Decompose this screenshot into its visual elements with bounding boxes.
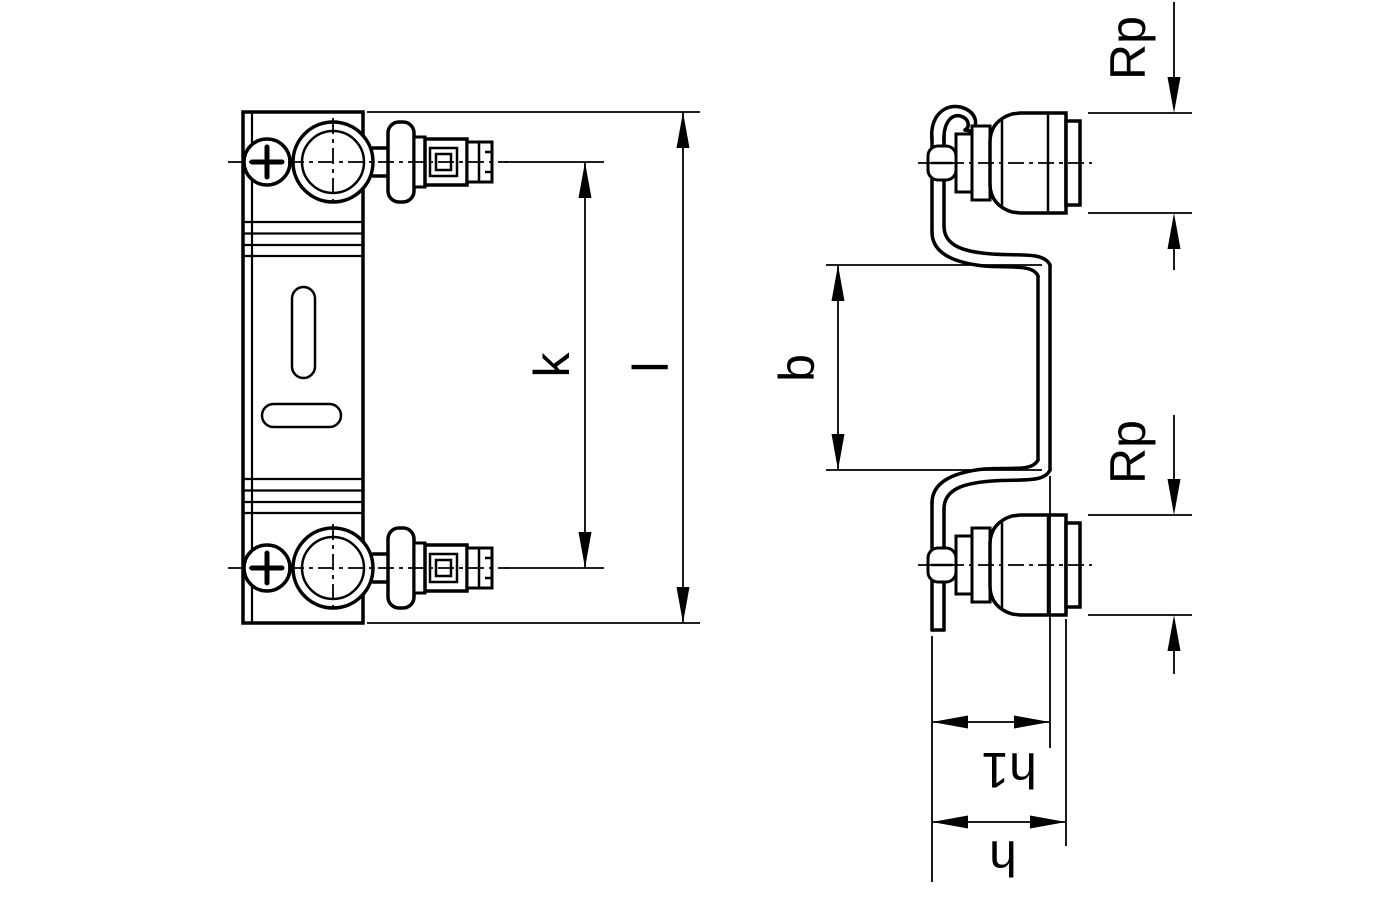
arrow-up-icon <box>676 112 690 148</box>
dimension-label-h1: h1 <box>981 742 1037 798</box>
horizontal-slot <box>260 402 343 429</box>
side-view: b Rp Rp h1 <box>769 2 1192 886</box>
front-view: k l <box>228 110 700 625</box>
upper-transition-outer <box>942 224 1052 267</box>
top-curl-outer <box>930 104 978 142</box>
lower-transition-inner <box>930 458 1040 505</box>
arrow-up-icon <box>1167 615 1181 651</box>
arrow-right-icon <box>1030 815 1066 829</box>
dimension-label-rp-top: Rp <box>1100 16 1156 80</box>
top-curl-inner <box>942 114 970 144</box>
arrow-down-icon <box>1167 479 1181 515</box>
arrow-down-icon <box>831 434 845 470</box>
arrow-right-icon <box>1014 715 1050 729</box>
vertical-slot <box>290 285 317 380</box>
top-curl-tip <box>963 128 973 133</box>
arrow-up-icon <box>1167 213 1181 249</box>
dimension-label-l: l <box>623 361 679 372</box>
dimension-label-b: b <box>769 354 825 382</box>
lower-transition-outer <box>942 468 1052 511</box>
mounting-plate <box>241 110 365 625</box>
front-view-centerlines <box>228 118 508 612</box>
dimension-h: h <box>932 619 1067 886</box>
dimension-h1: h1 <box>931 476 1051 882</box>
upper-transition-inner <box>930 230 1040 278</box>
dimension-label-h: h <box>989 830 1017 886</box>
dimension-l: l <box>367 111 700 624</box>
arrow-down-icon <box>676 587 690 623</box>
arrow-down-icon <box>1167 77 1181 113</box>
plate-outline <box>241 110 365 625</box>
dimension-b: b <box>769 264 1042 471</box>
arrow-left-icon <box>932 715 968 729</box>
side-view-centerlines <box>918 162 1092 566</box>
dimension-label-k: k <box>524 352 580 378</box>
dimension-k: k <box>505 161 604 569</box>
arrow-up-icon <box>578 162 592 198</box>
arrow-down-icon <box>578 532 592 568</box>
dimension-label-rp-middle: Rp <box>1100 420 1156 484</box>
dimension-rp-top: Rp <box>1088 2 1192 270</box>
arrow-left-icon <box>932 815 968 829</box>
arrow-up-icon <box>831 265 845 301</box>
dimension-rp-middle: Rp <box>1088 415 1192 674</box>
